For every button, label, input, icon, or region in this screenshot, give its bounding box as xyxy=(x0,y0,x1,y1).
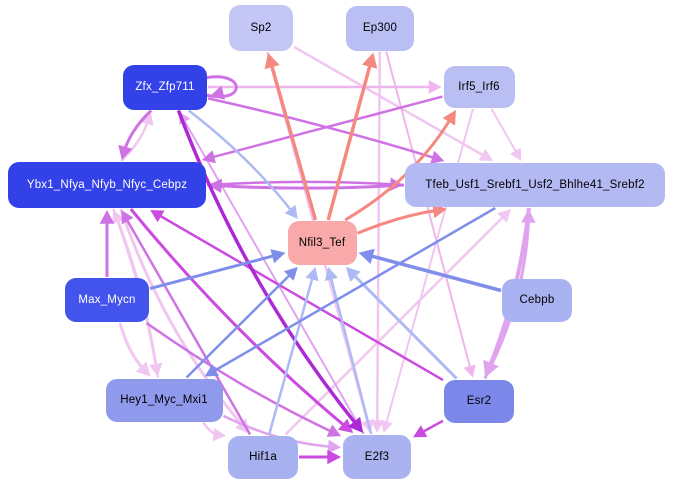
edge-Hif1a-Tfeb xyxy=(284,209,511,436)
edge-Ybx1-Zfx xyxy=(120,111,154,162)
edge-Esr2-Ybx1 xyxy=(150,210,444,382)
edge-Tfeb-Hey1 xyxy=(204,206,496,377)
edge-Esr2-E2f3 xyxy=(413,419,444,438)
edge-Max-E2f3 xyxy=(145,321,341,437)
edge-Ybx1-Hif1a xyxy=(119,208,250,434)
node-Esr2[interactable]: Esr2 xyxy=(444,379,514,423)
edge-Zfx-Nfil3 xyxy=(187,109,298,219)
edge-Nfil3-Tfeb xyxy=(356,203,447,235)
edge-Nfil3-Sp2 xyxy=(264,53,318,221)
node-Max[interactable]: Max_Mycn xyxy=(65,278,149,322)
edge-Nfil3-Ep300 xyxy=(326,52,378,221)
node-Ep300[interactable]: Ep300 xyxy=(346,5,414,51)
edge-Zfx-Zfx xyxy=(202,75,238,100)
edge-Zfx-E2f3 xyxy=(176,109,364,433)
edge-Zfx-Ybx1 xyxy=(118,109,153,160)
edge-Hif1a-Ybx1 xyxy=(121,210,252,436)
edge-Irf5-E2f3 xyxy=(380,108,474,433)
node-Nfil3[interactable]: Nfil3_Tef xyxy=(287,221,357,265)
edge-Hey1-Hif1a xyxy=(202,421,226,442)
node-Hif1a[interactable]: Hif1a xyxy=(228,435,298,479)
node-Ybx1[interactable]: Ybx1_Nfya_Nfyb_Nfyc_Cebpz xyxy=(8,162,206,208)
edge-Cebpb-Nfil3 xyxy=(358,248,502,293)
edge-Hif1a-E2f3 xyxy=(298,449,341,465)
node-Cebpb[interactable]: Cebpb xyxy=(502,278,572,322)
node-Tfeb[interactable]: Tfeb_Usf1_Srebf1_Usf2_Bhlhe41_Srebf2 xyxy=(405,163,665,207)
edge-Ep300-E2f3 xyxy=(370,51,384,433)
edge-Zfx-Irf5 xyxy=(208,80,442,94)
edge-E2f3-Nfil3 xyxy=(324,267,373,435)
edge-Max-Hey1 xyxy=(118,322,151,377)
edge-Irf5-Tfeb xyxy=(490,108,522,161)
node-Sp2[interactable]: Sp2 xyxy=(229,5,293,51)
edge-Zfx-Tfeb xyxy=(207,97,445,164)
edge-Max-Nfil3 xyxy=(149,249,286,291)
node-E2f3[interactable]: E2f3 xyxy=(343,435,411,479)
edge-Ybx1-E2f3 xyxy=(129,208,354,433)
node-Hey1[interactable]: Hey1_Myc_Mxi1 xyxy=(105,378,223,422)
edge-Hey1-Nfil3 xyxy=(185,267,298,379)
edge-Max-Ybx1 xyxy=(99,210,115,277)
node-Irf5[interactable]: Irf5_Irf6 xyxy=(443,66,515,108)
edge-Hif1a-Nfil3 xyxy=(267,267,319,435)
node-Zfx[interactable]: Zfx_Zfp711 xyxy=(123,64,207,110)
